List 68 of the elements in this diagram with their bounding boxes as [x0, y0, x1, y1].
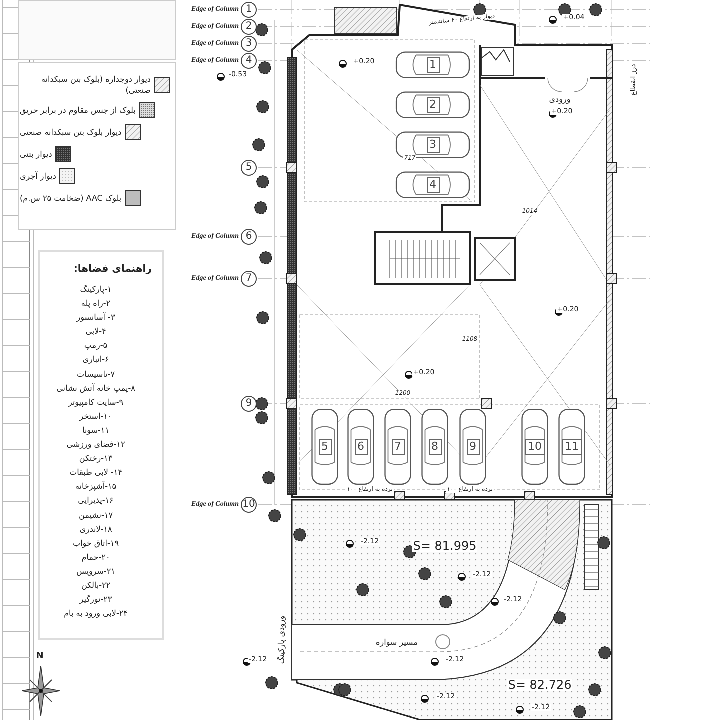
list-item: ۱۶-پذیرایی — [78, 495, 114, 508]
grid-bubble: 6 — [241, 229, 257, 245]
parked-car — [310, 408, 340, 486]
legend-text: بلوک از جنس مقاوم در برابر حریق — [20, 104, 136, 116]
list-item: ۲۴-لابی ورود به بام — [64, 608, 128, 620]
list-item: ۸-پمپ خانه آتش نشانی — [56, 382, 136, 395]
grid-bubble: 10 — [241, 497, 257, 513]
parking-number: 3 — [426, 137, 440, 153]
list-item: ۱۲-فضای ورزشی — [66, 439, 126, 452]
parking-number: 10 — [525, 439, 545, 455]
parked-car — [395, 50, 471, 80]
parking-number: 1 — [426, 57, 440, 73]
grid-bubble: 5 — [241, 160, 257, 176]
plan-annotation: ورودی — [548, 96, 572, 104]
grid-bubble: 7 — [241, 271, 257, 287]
list-item: ۱۵-آشپزخانه — [75, 480, 117, 494]
list-item: ۱۷-نشیمن — [79, 510, 113, 522]
list-item: ۲-راه پله — [81, 298, 111, 310]
parked-car — [520, 408, 550, 486]
list-item: ۱۳-رختکن — [79, 453, 113, 466]
list-item: ۱-پارکینگ — [80, 284, 112, 296]
legend-text: دیوار آجری — [20, 170, 56, 182]
grid-bubble: 3 — [241, 36, 257, 52]
parking-number: 5 — [318, 439, 332, 455]
parked-car — [395, 170, 471, 200]
grid-bubble: 1 — [241, 2, 257, 18]
parking-number: 9 — [466, 439, 480, 455]
grid-bubble: 9 — [241, 396, 257, 412]
list-item: ۱۹-اتاق خواب — [73, 538, 119, 550]
plan-annotation: S= 82.726 — [507, 679, 573, 691]
north-label: N — [35, 652, 45, 662]
parked-car — [420, 408, 450, 486]
parking-number: 7 — [392, 439, 404, 455]
legend-text: بلوک AAC (ضخامت ۲۵ س.م) — [20, 192, 122, 204]
grid-bubble: 2 — [241, 19, 257, 35]
plan-annotation: ورودی پارکینگ — [278, 614, 286, 666]
list-item: ۲۰-حمام — [82, 552, 110, 564]
list-item: ۲۱-سرویس — [76, 566, 116, 578]
parking-number: 2 — [426, 97, 440, 113]
parking-number: 11 — [562, 439, 582, 455]
list-item: ۱۸-لاندری — [80, 524, 112, 536]
list-item: ۱۱-سونا — [82, 424, 110, 437]
list-item: ۲۳-نورگیر — [80, 594, 112, 606]
list-item: ۱۴- لابی طبقات — [70, 467, 122, 480]
list-item: ۱۰-استخر — [80, 410, 112, 423]
legend-text: دیوار دوجداره (بلوک بتن سبکدانه صنعتی) — [40, 74, 151, 96]
grid-bubble: 4 — [241, 53, 257, 69]
parked-car — [346, 408, 376, 486]
list-heading: راهنمای فضاها: — [74, 263, 152, 277]
parked-car — [383, 408, 413, 486]
list-item: ۲۲-بالکن — [81, 580, 111, 592]
list-item: ۳- آسانسور — [76, 312, 116, 324]
plan-annotation: مسیر سواره — [375, 639, 419, 647]
plan-annotation: S= 81.995 — [412, 540, 478, 552]
list-item: ۶-انباری — [82, 354, 110, 366]
parked-car — [395, 130, 471, 160]
legend-text: دیوار بلوک بتن سبکدانه صنعتی — [20, 126, 122, 138]
list-item: ۴-لابی — [86, 326, 106, 338]
list-item: ۹-سایت کامپیوتر — [68, 396, 124, 409]
parking-number: 6 — [354, 439, 368, 455]
list-item: ۵-رمپ — [84, 340, 108, 352]
parked-car — [458, 408, 488, 486]
parking-number: 8 — [428, 439, 442, 455]
list-item: ۷-تاسیسات — [76, 368, 116, 381]
parked-car — [395, 90, 471, 120]
parking-number: 4 — [426, 177, 440, 193]
legend-text: دیوار بتنی — [20, 148, 52, 160]
parked-car — [557, 408, 587, 486]
